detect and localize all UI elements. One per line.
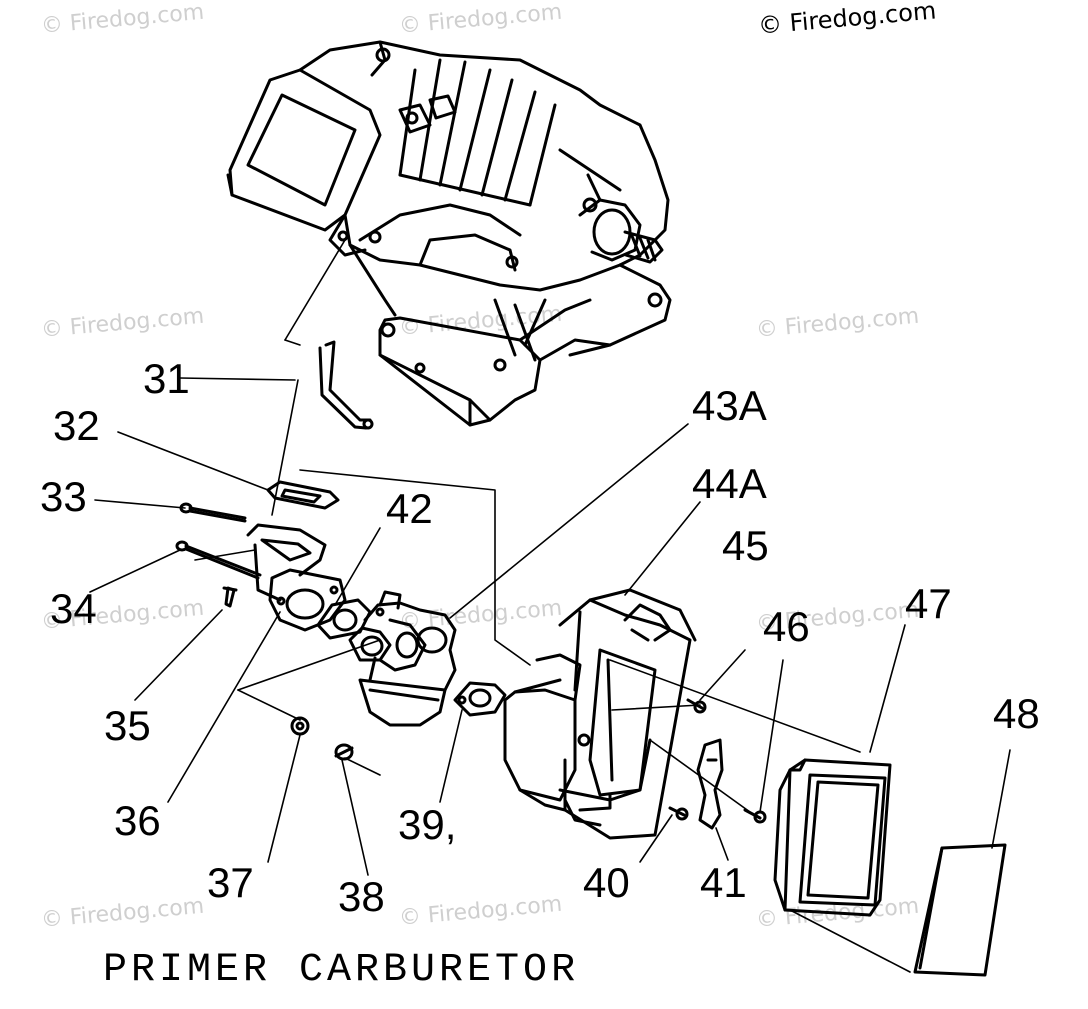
part-40-screw [668, 806, 689, 821]
part-32-gasket [266, 480, 340, 510]
label-41: 41 [700, 859, 747, 906]
label-43a: 43A [692, 382, 767, 429]
label-32: 32 [53, 402, 100, 449]
label-48: 48 [993, 690, 1040, 737]
diagram-caption: PRIMER CARBURETOR [103, 948, 580, 993]
part-42-gasket [316, 598, 372, 640]
part-31-tube [318, 340, 374, 430]
part-43a-carburetor [348, 590, 457, 727]
part-47-air-filter [773, 758, 892, 917]
part-38-washer [334, 743, 354, 761]
label-40: 40 [583, 859, 630, 906]
label-45: 45 [722, 522, 769, 569]
label-47: 47 [905, 580, 952, 627]
part-44a-air-cleaner-base [503, 588, 697, 840]
part-35-screw [222, 586, 238, 608]
label-38: 38 [338, 873, 385, 920]
label-39: 39, [398, 801, 457, 848]
part-46-screw [743, 808, 767, 824]
label-31: 31 [143, 355, 190, 402]
label-36: 36 [114, 797, 161, 844]
label-37: 37 [207, 859, 254, 906]
label-34: 34 [50, 585, 97, 632]
part-45-screw [686, 698, 707, 714]
label-42: 42 [386, 485, 433, 532]
label-44a: 44A [692, 460, 767, 507]
label-46: 46 [763, 603, 810, 650]
label-35: 35 [104, 702, 151, 749]
leader-lines [89, 239, 1011, 973]
label-33: 33 [40, 473, 87, 520]
part-41-clip [696, 738, 724, 830]
part-48-precleaner [913, 843, 1007, 977]
engine-block [226, 40, 672, 427]
part-39-gasket [453, 681, 507, 717]
part-36-intake-elbow [246, 523, 347, 632]
part-37-washer [290, 716, 310, 736]
part-34-screw [175, 540, 262, 580]
part-33-screw [179, 502, 247, 523]
